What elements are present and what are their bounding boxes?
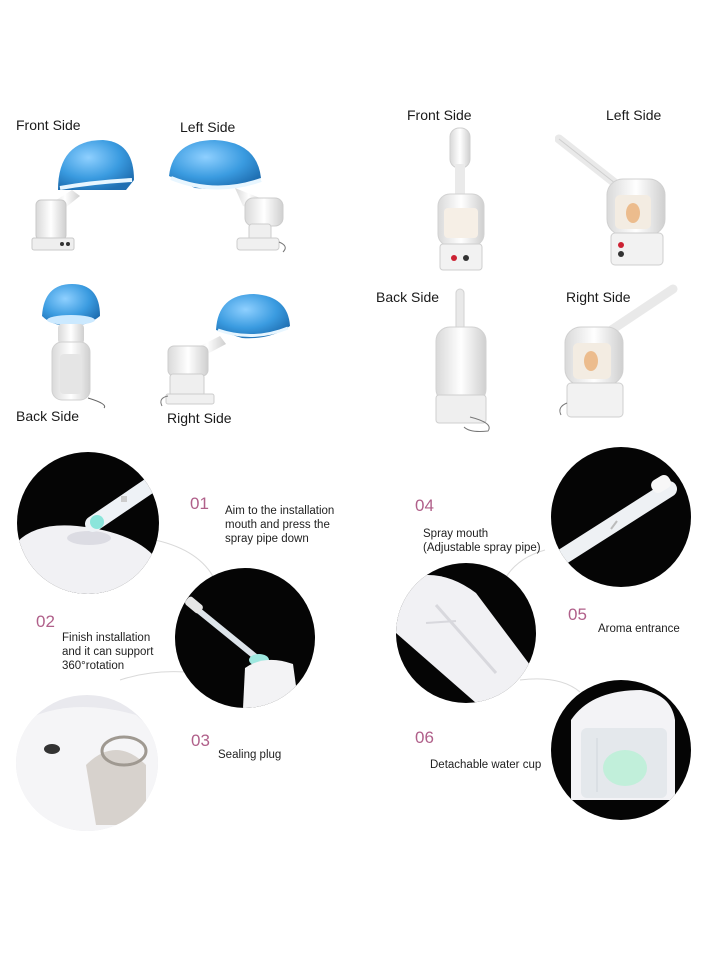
label-hood-right: Right Side: [167, 410, 232, 426]
step-03-description: Sealing plug: [218, 749, 282, 761]
step-01-description: Aim to the installation mouth and press …: [225, 505, 335, 545]
facial-steamer-front-image: [437, 127, 485, 271]
label-facial-back: Back Side: [376, 289, 440, 305]
hood-steamer-left-image: [169, 140, 286, 253]
closeup-aroma-entrance: [396, 563, 536, 703]
label-hood-back: Back Side: [16, 408, 80, 424]
label-facial-left: Left Side: [606, 107, 662, 123]
step-02-description: Finish installation and it can support 3…: [62, 632, 154, 672]
step-04-description: Spray mouth (Adjustable spray pipe): [423, 528, 541, 554]
closeup-sealing-plug: [16, 695, 158, 831]
facial-steamer-left-image: [555, 134, 666, 266]
hood-steamer-back-image: [42, 284, 106, 409]
step-06-number: 06: [415, 728, 434, 747]
hood-steamer-right-image: [160, 294, 290, 407]
step-05-number: 05: [568, 605, 587, 624]
label-facial-front: Front Side: [407, 107, 472, 123]
label-hood-left: Left Side: [180, 119, 236, 135]
step-02-number: 02: [36, 612, 55, 631]
closeup-water-cup: [551, 680, 691, 820]
closeup-spray-pipe-rotation: [175, 568, 315, 708]
facial-steamer-back-image: [435, 288, 490, 432]
label-hood-front: Front Side: [16, 117, 81, 133]
step-06-description: Detachable water cup: [430, 759, 542, 771]
closeup-spray-mouth: [551, 447, 691, 587]
step-04-number: 04: [415, 496, 434, 515]
step-01-number: 01: [190, 494, 209, 513]
step-05-description: Aroma entrance: [598, 623, 680, 635]
closeup-installation-mouth: [17, 452, 159, 594]
hood-steamer-front-image: [31, 140, 134, 251]
label-facial-right: Right Side: [566, 289, 631, 305]
step-03-number: 03: [191, 731, 210, 750]
facial-steamer-right-image: [559, 284, 678, 418]
